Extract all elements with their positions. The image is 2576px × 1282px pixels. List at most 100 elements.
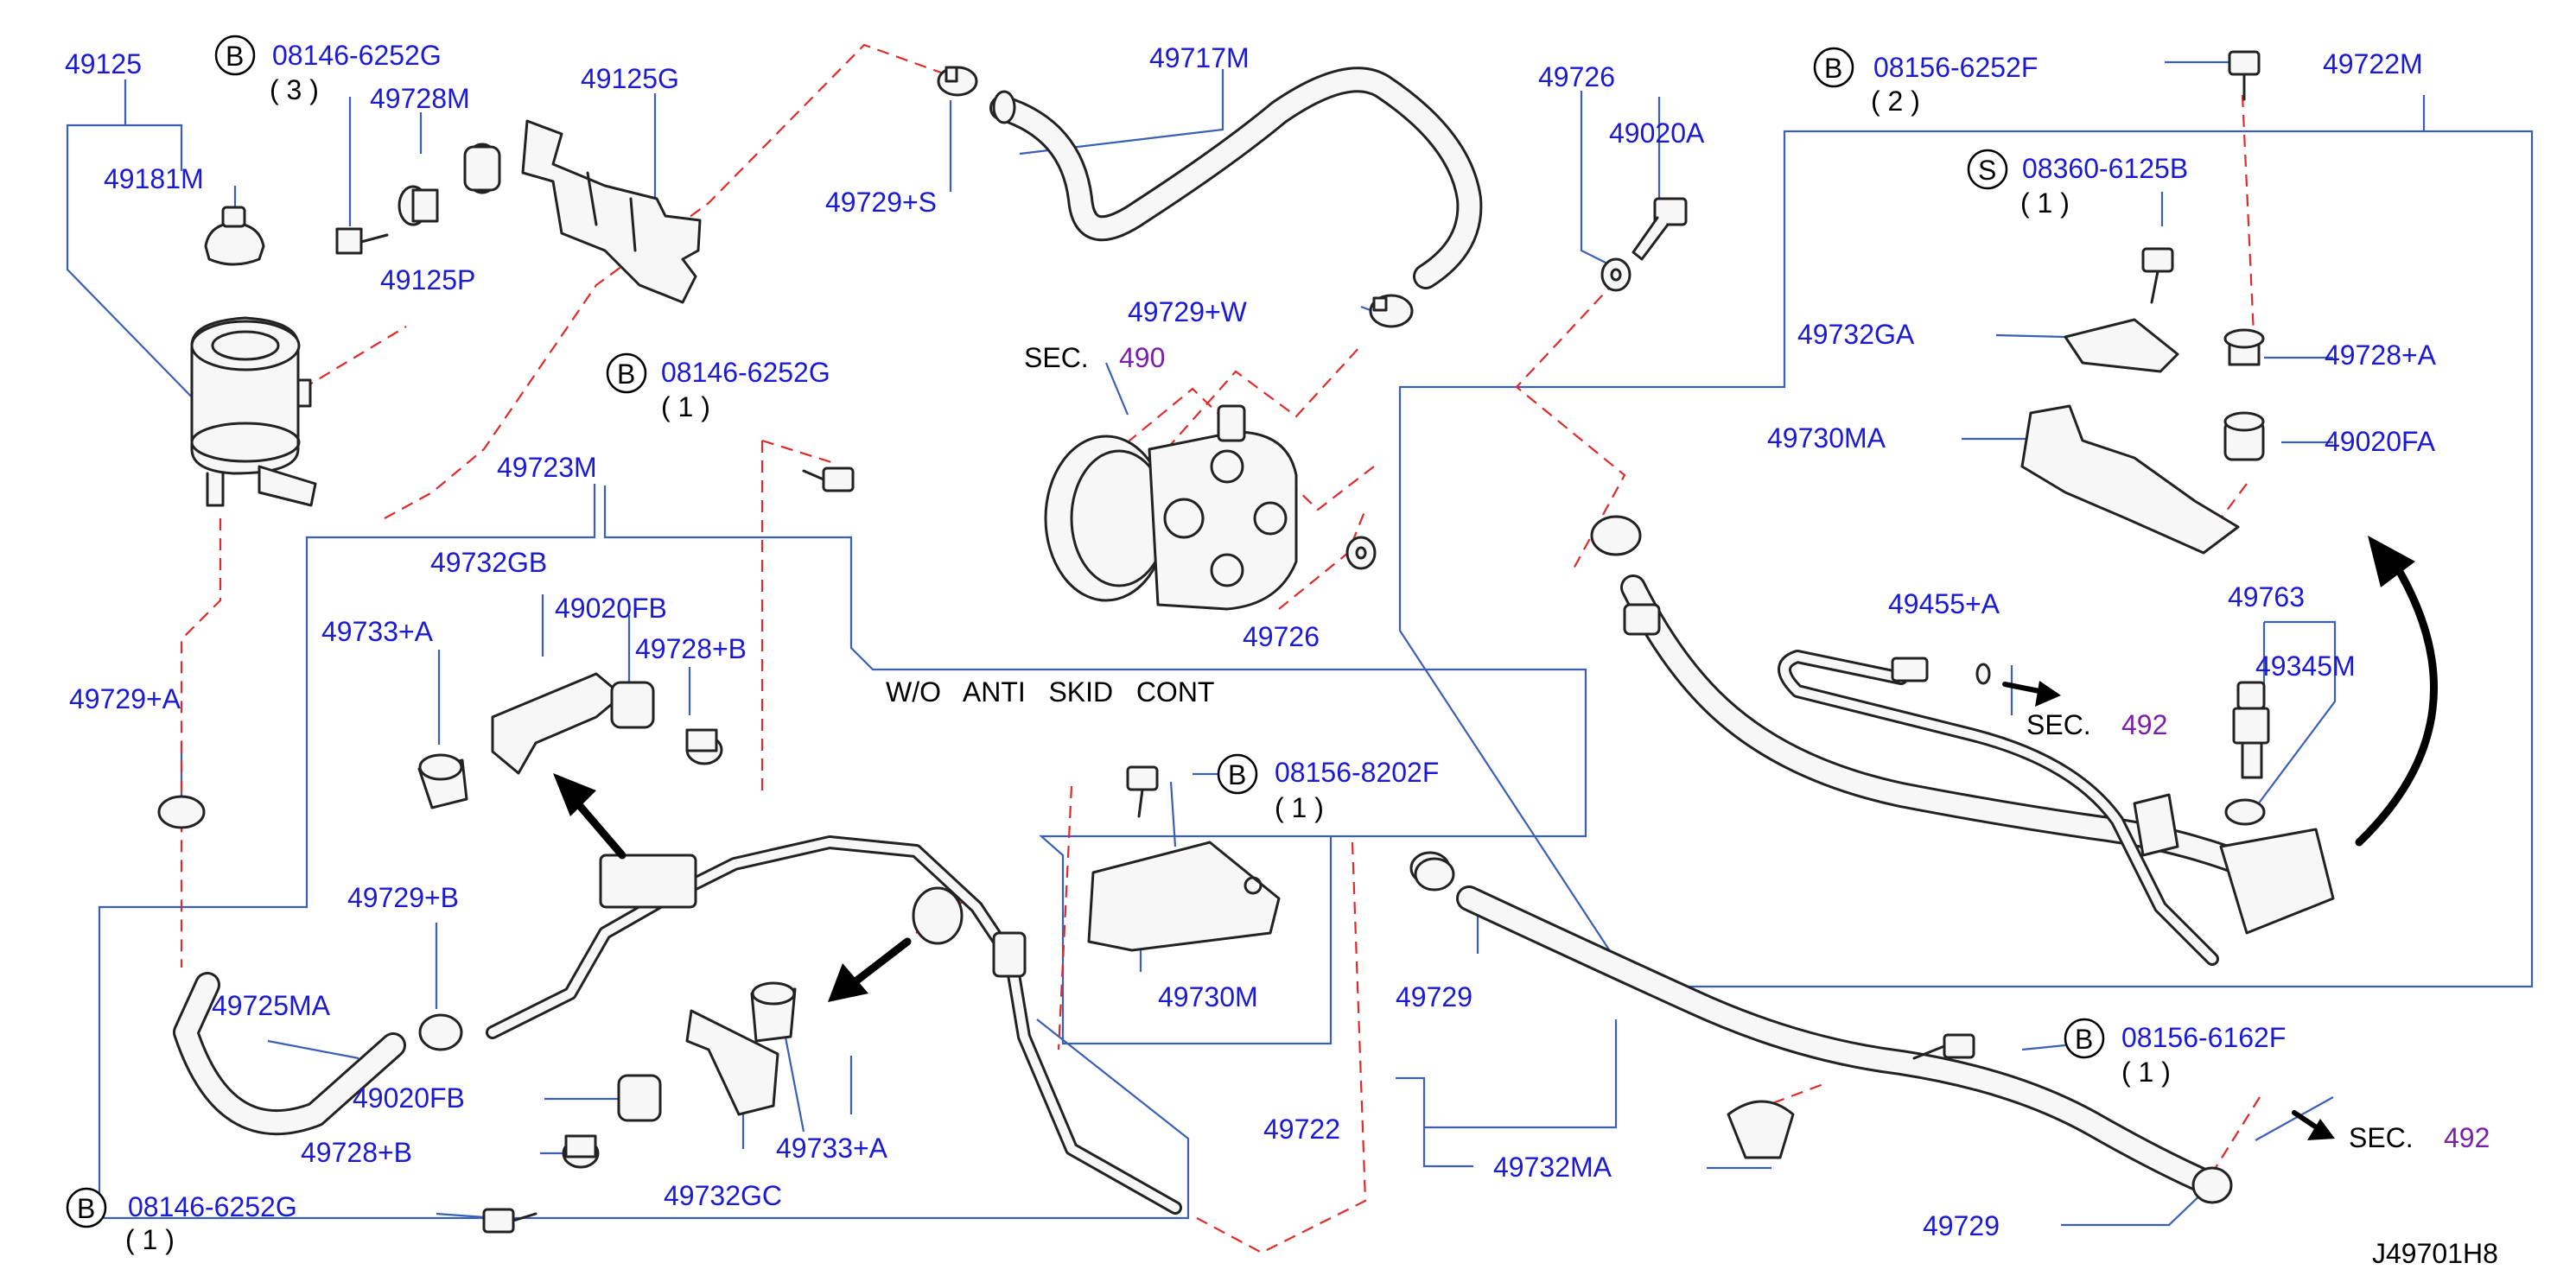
svg-text:B: B — [1228, 759, 1246, 790]
part-label: 49726 — [1243, 621, 1320, 652]
bolt-08146-6252G-bottom — [482, 1208, 537, 1234]
circled-letter — [1813, 47, 1854, 88]
part-label: 49729+A — [69, 683, 181, 714]
washer-49726-top — [1600, 257, 1631, 292]
bolt-ref-group: B 08146-6252G ( 3 ) B 08146-6252G ( 1 ) … — [66, 35, 2286, 1255]
part-label: 49728M — [370, 83, 470, 114]
variant-note: W/O ANTI SKID CONT — [886, 676, 1214, 708]
svg-text:492: 492 — [2121, 709, 2167, 740]
grommet-49728+B-bottom — [562, 1134, 600, 1169]
fitting-49455+A — [1891, 657, 1991, 685]
svg-text:SEC.: SEC. — [2349, 1122, 2414, 1153]
section-ref-group: SEC. 490 SEC. 492 SEC. 492 — [1024, 342, 2490, 1153]
section-ref-492-bottom: SEC. 492 — [2349, 1122, 2490, 1153]
arrowhead-up-left — [553, 773, 596, 816]
bracket-49732GC — [685, 1009, 779, 1116]
reservoir-tank — [190, 316, 317, 507]
part-label: 49733+A — [321, 616, 434, 647]
svg-text:B: B — [617, 359, 635, 390]
sensor-49763 — [2224, 681, 2270, 826]
bolt-49020A — [1631, 197, 1688, 261]
bushing-49125P — [463, 143, 501, 194]
power-steering-pump — [1044, 404, 1298, 611]
part-label: 49455+A — [1888, 588, 2000, 619]
svg-text:( 1 ): ( 1 ) — [661, 391, 710, 422]
part-label: 49729 — [1923, 1210, 2000, 1241]
part-label: 49725MA — [212, 990, 331, 1021]
collar-49733+A-bottom — [750, 981, 797, 1043]
part-label: 49723M — [497, 452, 597, 483]
svg-text:08146-6252G: 08146-6252G — [661, 357, 830, 388]
part-label: 49730M — [1158, 981, 1258, 1012]
part-label: 49728+B — [301, 1137, 412, 1168]
washer-49726-mid — [1345, 536, 1377, 570]
bolt-08156-6252F — [2228, 50, 2261, 101]
bracket-49730MA — [2020, 404, 2240, 555]
bolt-ref-6: B 08156-6162F ( 1 ) — [2064, 1018, 2286, 1088]
hose-49717M — [989, 67, 1483, 289]
svg-text:490: 490 — [1119, 342, 1165, 373]
clamp-49729+S — [937, 66, 978, 97]
part-label: 49729+B — [347, 882, 459, 913]
return-pipe-assembly — [173, 835, 1182, 1215]
svg-text:08156-6252F: 08156-6252F — [1873, 52, 2038, 83]
bushing-49020FA — [2223, 411, 2265, 461]
arrowhead-curved-up — [2368, 536, 2415, 587]
bushing-49020FB-bottom — [617, 1074, 662, 1122]
circled-letter — [66, 1187, 107, 1228]
circled-letter — [214, 35, 256, 76]
part-label: 49125 — [65, 48, 142, 79]
circled-letter — [1217, 753, 1258, 795]
grommet-49728M — [398, 185, 439, 226]
bolt-ref-3: B 08156-6252F ( 2 ) — [1813, 47, 2038, 117]
bolt-ref-7: B 08146-6252G ( 1 ) — [66, 1187, 297, 1255]
part-label: 49730MA — [1767, 422, 1886, 454]
part-label: 49020A — [1609, 117, 1705, 149]
bolt-08156-6162F — [1912, 1033, 1975, 1060]
clamp-49729+A — [157, 795, 206, 829]
direction-arrows — [553, 536, 2438, 1140]
bolt-08146-6252G-mid — [802, 466, 855, 492]
svg-text:08156-6162F: 08156-6162F — [2121, 1022, 2286, 1053]
clip-49732MA — [1727, 1100, 1795, 1159]
svg-text:492: 492 — [2444, 1122, 2490, 1153]
part-label: 49020FA — [2325, 426, 2436, 457]
pressure-hose-assembly — [1590, 515, 2335, 966]
part-label: 49763 — [2228, 581, 2305, 612]
bolt-ref-2: B 08146-6252G ( 1 ) — [606, 352, 830, 422]
bracket-49125G — [521, 119, 702, 304]
svg-text:08146-6252G: 08146-6252G — [128, 1191, 297, 1222]
part-label: 49722 — [1263, 1114, 1340, 1145]
part-label: 49733+A — [776, 1133, 888, 1164]
part-label: 49729+W — [1128, 296, 1248, 327]
svg-text:S: S — [1978, 155, 1996, 186]
section-ref-492-mid: SEC. 492 — [2026, 709, 2167, 740]
bolt-08156-8202F — [1126, 765, 1159, 818]
section-ref-490: SEC. 490 — [1024, 342, 1165, 373]
part-label: 49726 — [1538, 61, 1615, 92]
svg-text:B: B — [226, 41, 244, 72]
arrowhead-sec-492-mid — [2035, 681, 2061, 707]
part-label: 49125G — [581, 63, 679, 94]
svg-text:B: B — [1824, 53, 1842, 84]
arrow-down-left — [847, 937, 912, 989]
svg-text:( 3 ): ( 3 ) — [270, 74, 319, 105]
bolt-08360 — [2141, 247, 2174, 304]
part-label: 49732GA — [1797, 319, 1915, 350]
part-label: 49728+A — [2325, 340, 2437, 371]
part-label: 49732MA — [1493, 1152, 1612, 1183]
arrow-to-sec-492-mid — [2002, 682, 2042, 694]
bracket-49732GA — [2064, 318, 2179, 373]
arrow-curved-up — [2355, 557, 2438, 847]
bolt-ref-1: B 08146-6252G ( 3 ) — [214, 35, 442, 105]
svg-text:B: B — [77, 1193, 95, 1224]
clamp-49729+W — [1369, 294, 1414, 328]
bracket-49732GB — [491, 672, 624, 775]
part-label: 49181M — [104, 163, 204, 194]
bolt-ref-4: S 08360-6125B ( 1 ) — [1967, 149, 2188, 219]
svg-text:SEC.: SEC. — [1024, 342, 1089, 373]
bushing-49020FB-top — [610, 681, 655, 729]
clamp-49729+B — [418, 1013, 463, 1051]
part-label: 49732GB — [430, 547, 547, 578]
